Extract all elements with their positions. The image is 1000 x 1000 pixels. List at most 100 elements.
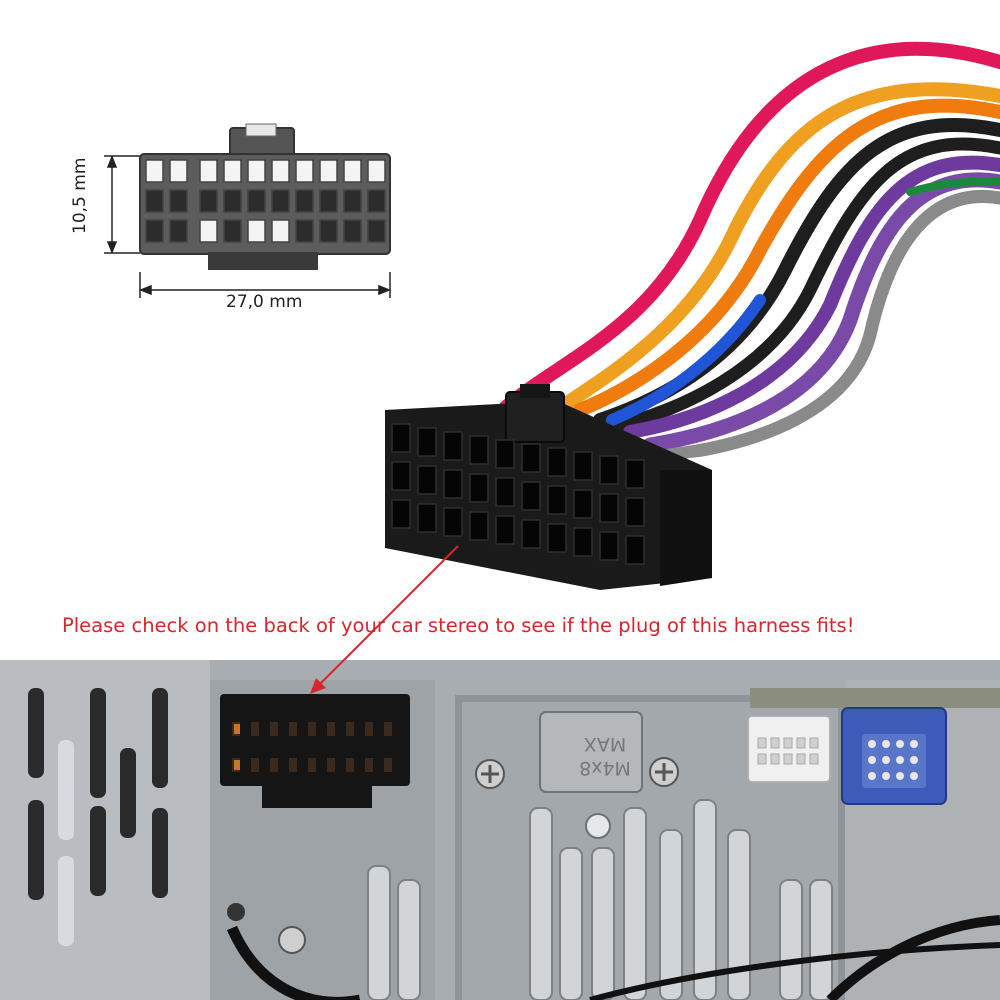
wire <box>573 98 1000 417</box>
diagram-pin-cell <box>271 189 290 213</box>
plug-pin-cell <box>573 527 593 557</box>
plug-pin-cell <box>443 469 463 499</box>
plug-pin-cell <box>521 443 541 473</box>
connector-pin <box>882 756 890 764</box>
connector-pin <box>868 740 876 748</box>
plug-pin-cell <box>547 485 567 515</box>
socket-pin <box>327 722 335 736</box>
connector-pin <box>809 737 819 749</box>
diagram-pin-cell <box>223 219 242 243</box>
diagram-pin-cell <box>343 189 362 213</box>
diagram-pin-cell <box>271 159 290 183</box>
plug-pin-cell <box>391 461 411 491</box>
connector-pin <box>796 753 806 765</box>
diagram-pin-cell <box>271 219 290 243</box>
diagram-pin-cell <box>319 189 338 213</box>
plug-pin-cell <box>443 507 463 537</box>
plug-pin-cell <box>469 511 489 541</box>
diagram-pin-cell <box>145 159 164 183</box>
connector-pin <box>910 740 918 748</box>
diagram-pin-cell <box>319 219 338 243</box>
wire <box>663 190 1000 462</box>
diagram-pin-cell <box>295 189 314 213</box>
connector-pin <box>910 772 918 780</box>
diagram-pin-cell <box>247 219 266 243</box>
plug-pin-cell <box>625 535 645 565</box>
diagram-pin-cell <box>247 159 266 183</box>
plug-pin-cell <box>573 451 593 481</box>
connector-pin <box>783 737 793 749</box>
plug-pin-cell <box>521 519 541 549</box>
diagram-pin-cell <box>247 189 266 213</box>
diagram-pin-cell <box>367 189 386 213</box>
plug-pin-cell <box>547 523 567 553</box>
diagram-pin-cell <box>169 219 188 243</box>
wire <box>498 41 1000 415</box>
fit-check-caption: Please check on the back of your car ste… <box>62 614 855 637</box>
socket-pin <box>234 724 240 734</box>
socket-pin <box>346 722 354 736</box>
plug-pin-cell <box>417 427 437 457</box>
connector-pin <box>896 772 904 780</box>
socket-pin <box>289 722 297 736</box>
diagram-pin-cell <box>199 219 218 243</box>
socket-pin <box>308 722 316 736</box>
diagram-pin-cell <box>223 159 242 183</box>
connector-pin <box>796 737 806 749</box>
wire <box>553 82 1000 415</box>
socket-pin <box>365 722 373 736</box>
socket-pin <box>384 722 392 736</box>
stereo-embossed-marking: M4x8 MAX <box>579 733 631 779</box>
plug-pin-cell <box>625 497 645 527</box>
connector-pin <box>896 740 904 748</box>
diagram-pin-cell <box>367 219 386 243</box>
plug-pin-cell <box>417 465 437 495</box>
socket-pin <box>234 760 240 770</box>
diagram-pin-cell <box>169 189 188 213</box>
connector-pin <box>868 772 876 780</box>
diagram-pin-cell <box>223 189 242 213</box>
wire-bundle <box>498 41 1000 472</box>
diagram-pin-cell <box>367 159 386 183</box>
socket-pin <box>270 722 278 736</box>
plug-pin-cell <box>547 447 567 477</box>
connector-pin <box>910 756 918 764</box>
plug-pin-cell <box>391 423 411 453</box>
connector-pin <box>809 753 819 765</box>
connector-pin <box>882 772 890 780</box>
diagram-pin-cell <box>295 159 314 183</box>
diagram-pin-cell <box>145 189 164 213</box>
diagram-pin-cell <box>199 189 218 213</box>
plug-pin-cell <box>443 431 463 461</box>
connector-pin <box>882 740 890 748</box>
connector-pin <box>757 737 767 749</box>
diagram-pin-cell <box>343 159 362 183</box>
diagram-pin-cell <box>343 219 362 243</box>
wire <box>623 155 1000 439</box>
plug-pin-cell <box>495 439 515 469</box>
socket-pin <box>251 758 259 772</box>
plug-pin-cell <box>573 489 593 519</box>
socket-pin <box>308 758 316 772</box>
plug-pin-cell <box>599 531 619 561</box>
diagram-pin-cell <box>295 219 314 243</box>
plug-pin-cell <box>469 435 489 465</box>
connector-pin <box>896 756 904 764</box>
harness-plug <box>385 384 712 590</box>
diagram-pin-cell <box>199 159 218 183</box>
socket-pin <box>346 758 354 772</box>
socket-pin <box>251 722 259 736</box>
plug-pin-cell <box>495 515 515 545</box>
stereo-back-photo <box>0 660 1000 1000</box>
connector-pin <box>868 756 876 764</box>
plug-pin-cell <box>417 503 437 533</box>
wire <box>613 137 1000 432</box>
height-dimension-label: 10,5 mm <box>70 157 90 234</box>
connector-diagram <box>139 123 391 270</box>
wire <box>606 294 766 426</box>
plug-pin-cell <box>521 481 541 511</box>
dimension-lines <box>104 154 392 298</box>
socket-pin <box>384 758 392 772</box>
width-dimension-label: 27,0 mm <box>226 292 303 312</box>
